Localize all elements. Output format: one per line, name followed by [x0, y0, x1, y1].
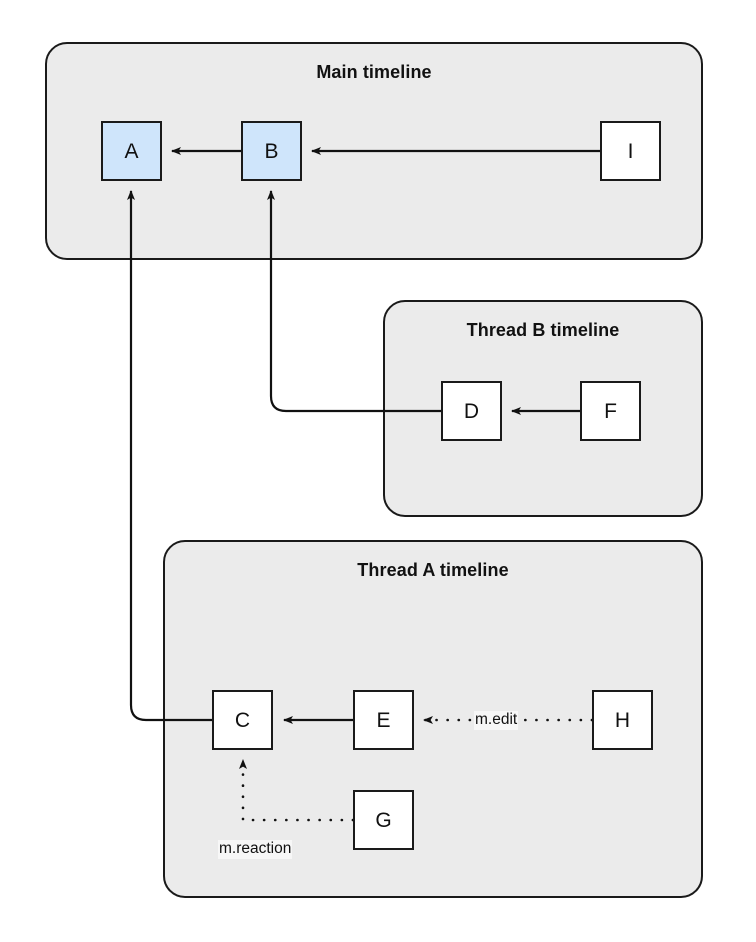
node-b[interactable]: B — [241, 121, 302, 181]
group-thread-b-timeline: Thread B timeline — [383, 300, 703, 517]
node-i-label: I — [627, 139, 634, 163]
edge-d-to-b — [267, 190, 441, 413]
node-f-label: F — [604, 399, 617, 423]
group-title-thread-a-timeline: Thread A timeline — [357, 560, 509, 580]
edge-label-m-reaction: m.reaction — [218, 840, 293, 859]
node-c-label: C — [234, 708, 251, 732]
group-title-main-timeline: Main timeline — [316, 62, 432, 82]
edge-c-to-a — [127, 190, 212, 722]
node-b-label: B — [264, 139, 279, 163]
node-e[interactable]: E — [353, 690, 414, 750]
edge-label-m-edit: m.edit — [474, 711, 519, 730]
node-g[interactable]: G — [353, 790, 414, 850]
node-h-label: H — [614, 708, 631, 732]
node-a[interactable]: A — [101, 121, 162, 181]
edge-g-to-c — [239, 758, 355, 822]
group-title-thread-b-timeline: Thread B timeline — [466, 320, 620, 340]
node-d[interactable]: D — [441, 381, 502, 441]
node-c[interactable]: C — [212, 690, 273, 750]
node-a-label: A — [124, 139, 139, 163]
node-i[interactable]: I — [600, 121, 661, 181]
node-e-label: E — [376, 708, 391, 732]
node-g-label: G — [375, 808, 392, 832]
node-d-label: D — [463, 399, 480, 423]
node-h[interactable]: H — [592, 690, 653, 750]
node-f[interactable]: F — [580, 381, 641, 441]
